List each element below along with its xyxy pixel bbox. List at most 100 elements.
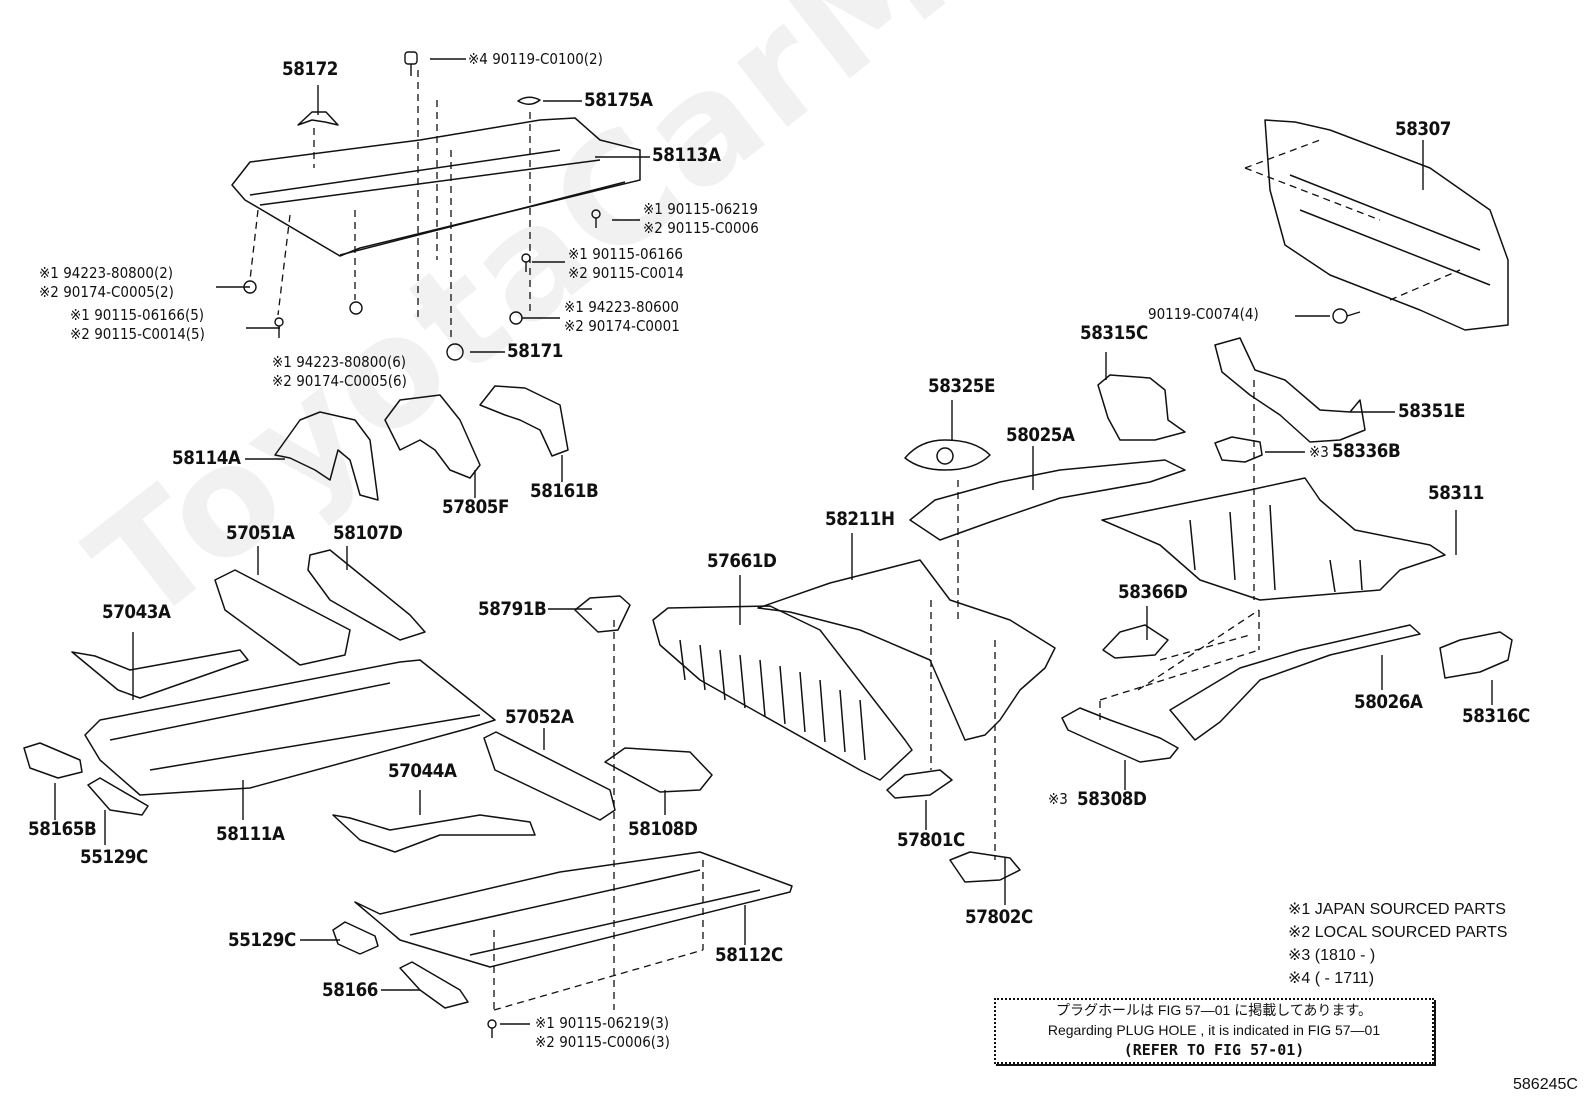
part-58308D-shape [1061,707,1179,763]
fastener-label[interactable]: 90119-C0074(4) [1148,305,1259,323]
part-label-58107D[interactable]: 58107D [333,522,403,544]
part-57805F-shape [384,394,481,479]
part-label-57802C[interactable]: 57802C [965,906,1033,928]
nut-icon [509,311,523,325]
part-label-58366D[interactable]: 58366D [1118,581,1188,603]
screw-icon [591,209,601,228]
fastener-label[interactable]: ※1 90115-06219※2 90115-C0006 [643,200,759,237]
part-label-58351E[interactable]: 58351E [1398,400,1465,422]
legend-item: ※4 ( - 1711) [1288,970,1375,987]
note-english: Regarding PLUG HOLE , it is indicated in… [1047,1022,1381,1038]
part-label-57043A[interactable]: 57043A [102,601,171,623]
nut-icon [349,301,363,315]
plug-hole-note: プラグホールは FIG 57—01 に掲載してあります。 Regarding P… [994,998,1434,1064]
part-label-58211H[interactable]: 58211H [825,508,895,530]
part-57044A-shape [332,814,536,853]
part-shapes [23,96,1513,1009]
part-label-58166[interactable]: 58166 [322,979,378,1001]
part-57052A-shape [483,731,616,821]
part-58114A-shape [274,411,379,501]
part-label-57805F[interactable]: 57805F [442,496,509,518]
part-label-57661D[interactable]: 57661D [707,550,777,572]
part-58175A-shape [517,96,541,105]
part-58307-shape [1264,119,1509,331]
part-label-58172[interactable]: 58172 [282,58,338,80]
fastener-icons [243,51,1361,1038]
part-label-58336B[interactable]: 58336B [1332,440,1401,462]
part-label-55129C[interactable]: 55129C [80,846,148,868]
part-57051A-shape [214,569,351,666]
part-55129C-b-shape [332,921,379,955]
part-label-58112C[interactable]: 58112C [715,944,783,966]
part-label-58114A[interactable]: 58114A [172,447,241,469]
part-58315C-shape [1097,374,1186,441]
part-58791B-shape [574,595,631,633]
part-57802C-shape [949,851,1021,883]
part-label-58171[interactable]: 58171 [507,340,563,362]
part-58336B-shape [1214,436,1263,463]
part-58161B-shape [479,385,569,457]
part-label-58113A[interactable]: 58113A [652,144,721,166]
part-label-57052A[interactable]: 57052A [505,706,574,728]
part-label-58111A[interactable]: 58111A [216,823,285,845]
part-label-58161B[interactable]: 58161B [530,480,599,502]
part-58172-shape [297,111,339,126]
fastener-label[interactable]: ※1 90115-06166(5)※2 90115-C0014(5) [70,306,205,343]
legend-item: ※1 JAPAN SOURCED PARTS [1288,901,1506,918]
part-58111A-shape [84,659,496,796]
part-label-58325E[interactable]: 58325E [928,375,995,397]
screw-icon [521,253,531,272]
part-label-58108D[interactable]: 58108D [628,818,698,840]
note-japanese: プラグホールは FIG 57—01 に掲載してあります。 [1056,1002,1372,1018]
part-58113A-shape [231,117,641,257]
legend-item: ※3 (1810 - ) [1288,947,1376,964]
part-58026A-shape [1169,624,1421,741]
part-58311-shape [1101,477,1446,601]
part-58325E-shape [904,439,991,471]
leader-lines [54,58,1493,1025]
part-label-55129C[interactable]: 55129C [228,929,296,951]
part-label-58315C[interactable]: 58315C [1080,322,1148,344]
part-label-58308D[interactable]: 58308D [1077,788,1147,810]
part-label-58791B[interactable]: 58791B [478,598,547,620]
fastener-label[interactable]: ※1 90115-06166※2 90115-C0014 [568,245,684,282]
fastener-label[interactable]: ※1 94223-80600※2 90174-C0001 [564,298,680,335]
legend-item: ※2 LOCAL SOURCED PARTS [1288,924,1508,941]
nut-icon [243,280,257,294]
part-58166-shape [399,961,469,1009]
part-58316C-shape [1439,631,1513,679]
part-58025A-shape [909,459,1186,541]
part-label-58026A[interactable]: 58026A [1354,691,1423,713]
part-label-58311[interactable]: 58311 [1428,482,1484,504]
part-57661D-shape [652,605,913,781]
part-58165B-shape [23,742,83,779]
fastener-label[interactable]: ※1 90115-06219(3)※2 90115-C0006(3) [535,1014,670,1051]
part-label-57801C[interactable]: 57801C [897,829,965,851]
note-marker-3: ※3 [1048,790,1068,808]
part-label-58025A[interactable]: 58025A [1006,424,1075,446]
part-label-58165B[interactable]: 58165B [28,818,97,840]
grommet-icon [446,343,464,361]
note-reference-link[interactable]: (REFER TO FIG 57-01) [1123,1041,1305,1059]
screw-icon [487,1019,497,1038]
fastener-label[interactable]: ※1 94223-80800(6)※2 90174-C0005(6) [272,353,407,390]
bolt-icon [404,51,418,76]
fastener-label[interactable]: ※1 94223-80800(2)※2 90174-C0005(2) [39,264,174,301]
screw-icon [274,317,284,338]
part-58108D-shape [604,747,713,793]
part-57801C-shape [886,769,953,799]
part-58107D-shape [307,549,426,641]
fastener-label[interactable]: ※4 90119-C0100(2) [468,50,603,68]
legend: ※1 JAPAN SOURCED PARTS ※2 LOCAL SOURCED … [1288,898,1507,990]
bolt-icon [1332,308,1361,324]
part-label-57044A[interactable]: 57044A [388,760,457,782]
assembly-lines [249,70,1461,1011]
part-label-58175A[interactable]: 58175A [584,89,653,111]
part-label-58316C[interactable]: 58316C [1462,705,1530,727]
part-label-58307[interactable]: 58307 [1395,118,1451,140]
part-58366D-shape [1102,624,1169,659]
part-label-57051A[interactable]: 57051A [226,522,295,544]
part-57043A-shape [71,649,249,699]
